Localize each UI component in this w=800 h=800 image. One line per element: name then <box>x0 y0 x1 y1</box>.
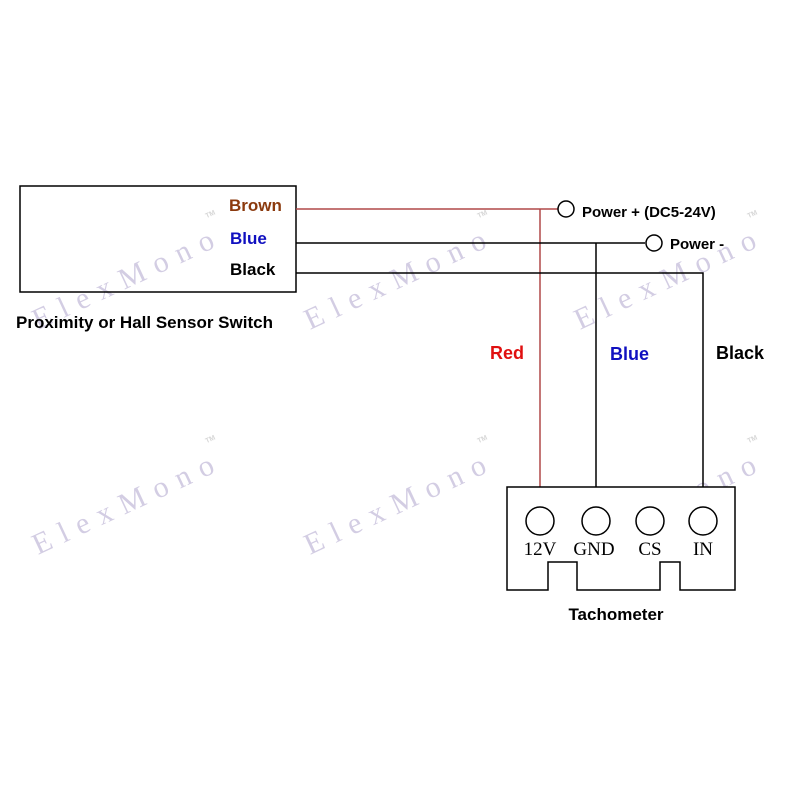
wire-label-blue: Blue <box>610 344 649 364</box>
watermark-tm-2: TM <box>476 209 488 220</box>
sensor-box <box>19 185 297 293</box>
wire-label-black: Black <box>716 343 765 363</box>
sensor-wire-brown-label: Brown <box>229 196 282 215</box>
wires <box>296 208 704 512</box>
watermark-tm-5: TM <box>476 434 488 445</box>
watermark-4: ElexMono <box>27 444 228 561</box>
black-wire <box>296 272 704 512</box>
watermark-tm-3: TM <box>746 209 758 220</box>
sensor-wire-blue-label: Blue <box>230 229 267 248</box>
terminal-cs-label: CS <box>638 539 661 560</box>
watermark-tm-4: TM <box>204 434 216 445</box>
watermark-5: ElexMono <box>299 444 500 561</box>
terminal-gnd-screw <box>581 506 611 536</box>
tachometer-body <box>506 486 736 591</box>
terminal-cs-screw <box>635 506 665 536</box>
sensor-title: Proximity or Hall Sensor Switch <box>16 313 273 332</box>
wire-label-red: Red <box>490 343 524 363</box>
watermark-tm-6: TM <box>746 434 758 445</box>
terminal-in-label: IN <box>693 539 713 560</box>
power-plus-terminal <box>557 200 575 218</box>
sensor-wire-black-label: Black <box>230 260 276 279</box>
tachometer-title: Tachometer <box>568 605 663 624</box>
terminal-12v-screw <box>525 506 555 536</box>
terminal-gnd-label: GND <box>573 539 614 560</box>
power-minus-terminal <box>645 234 663 252</box>
terminal-12v-label: 12V <box>524 539 557 560</box>
watermark-2: ElexMono <box>299 219 500 336</box>
terminal-in-screw <box>688 506 718 536</box>
power-plus-label: Power + (DC5-24V) <box>582 204 716 221</box>
watermark-tm-1: TM <box>204 209 216 220</box>
power-minus-label: Power - <box>670 236 724 253</box>
